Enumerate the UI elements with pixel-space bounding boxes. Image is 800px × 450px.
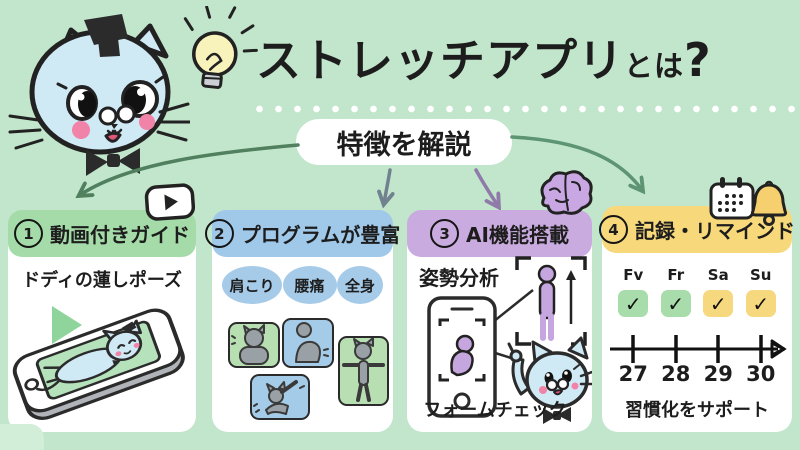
posture-analysis-label: 姿勢分析 [419, 266, 499, 290]
card3-title: AI機能搭載 [466, 223, 569, 247]
card1-title: 動画付きガイド [50, 223, 190, 247]
checkbox-checked: ✓ [660, 290, 691, 317]
subtitle-pill: 特徴を解説 [296, 119, 512, 165]
card2-title: プログラムが豊富 [240, 223, 401, 247]
posture-scan-phone [427, 296, 497, 418]
program-tags: 肩こり 腰痛 全身 [222, 266, 383, 304]
tile-stretching-cat [250, 374, 310, 420]
card3-header: 3 AI機能搭載 [407, 210, 592, 257]
tag-shoulder: 肩こり [222, 266, 282, 304]
tag-fullbody: 全身 [337, 266, 383, 304]
checkbox-checked: ✓ [703, 290, 734, 317]
play-video-icon [144, 183, 196, 221]
tag-backpain: 腰痛 [282, 266, 337, 304]
checkbox-checked: ✓ [618, 290, 649, 317]
bell-icon [750, 180, 788, 226]
corner-decoration [0, 424, 44, 450]
title-question: ? [684, 33, 712, 87]
day-label: Sa [707, 266, 729, 284]
dotted-underline [250, 104, 798, 114]
tile-bending-figure [282, 318, 334, 368]
day-label: Fr [667, 266, 685, 284]
card2-header: 2 プログラムが豊富 [204, 210, 400, 257]
subtitle-text: 特徴を解説 [336, 129, 472, 161]
arrow-to-card3 [474, 168, 498, 206]
calendar-icon [709, 177, 755, 220]
card1-caption: ドディの蓮しポーズ [22, 270, 182, 291]
card-video-guide: 1 動画付きガイド ドディの蓮しポーズ [8, 210, 196, 432]
card2-number: 2 [204, 219, 234, 248]
checkbox-checked: ✓ [745, 290, 776, 317]
check-row: ✓ ✓ ✓ ✓ [612, 290, 782, 317]
page-title: ストレッチアプリとは? [256, 24, 712, 89]
date-label: 28 [661, 362, 691, 386]
brain-icon [540, 170, 593, 215]
pointing-cat-icon [507, 336, 592, 424]
card1-number: 1 [14, 219, 43, 248]
day-label: Fv [623, 266, 644, 284]
tile-cat-front [228, 322, 280, 368]
title-main: ストレッチアプリ [256, 34, 625, 87]
phone-with-lying-cat-illustration [12, 308, 185, 420]
tile-standing-figure [338, 336, 389, 406]
card-programs: 2 プログラムが豊富 肩こり 腰痛 全身 [204, 210, 400, 432]
day-label: Su [750, 266, 772, 284]
form-check-label: フォームチェック [423, 400, 567, 421]
arrow-to-card2 [384, 168, 390, 203]
date-label: 29 [703, 362, 733, 386]
card-ai-features: 3 AI機能搭載 姿勢分析 [407, 210, 592, 432]
card3-number: 3 [430, 219, 460, 248]
lightbulb-icon [183, 6, 258, 89]
card4-number: 4 [599, 215, 628, 244]
card-record-remind: 4 記録・リマインド Fv Fr Sa Su ✓ ✓ ✓ ✓ 27 28 29 [599, 206, 795, 432]
timeline-arrow [610, 335, 787, 363]
date-row: 27 28 29 30 [612, 362, 782, 386]
date-label: 27 [618, 362, 648, 386]
habit-support-label: 習慣化をサポート [625, 400, 769, 421]
date-label: 30 [746, 362, 776, 386]
posture-figure-frame [515, 256, 587, 346]
title-small: とは [624, 49, 685, 83]
weekday-row: Fv Fr Sa Su [612, 266, 782, 284]
professor-cat-icon [8, 14, 190, 176]
